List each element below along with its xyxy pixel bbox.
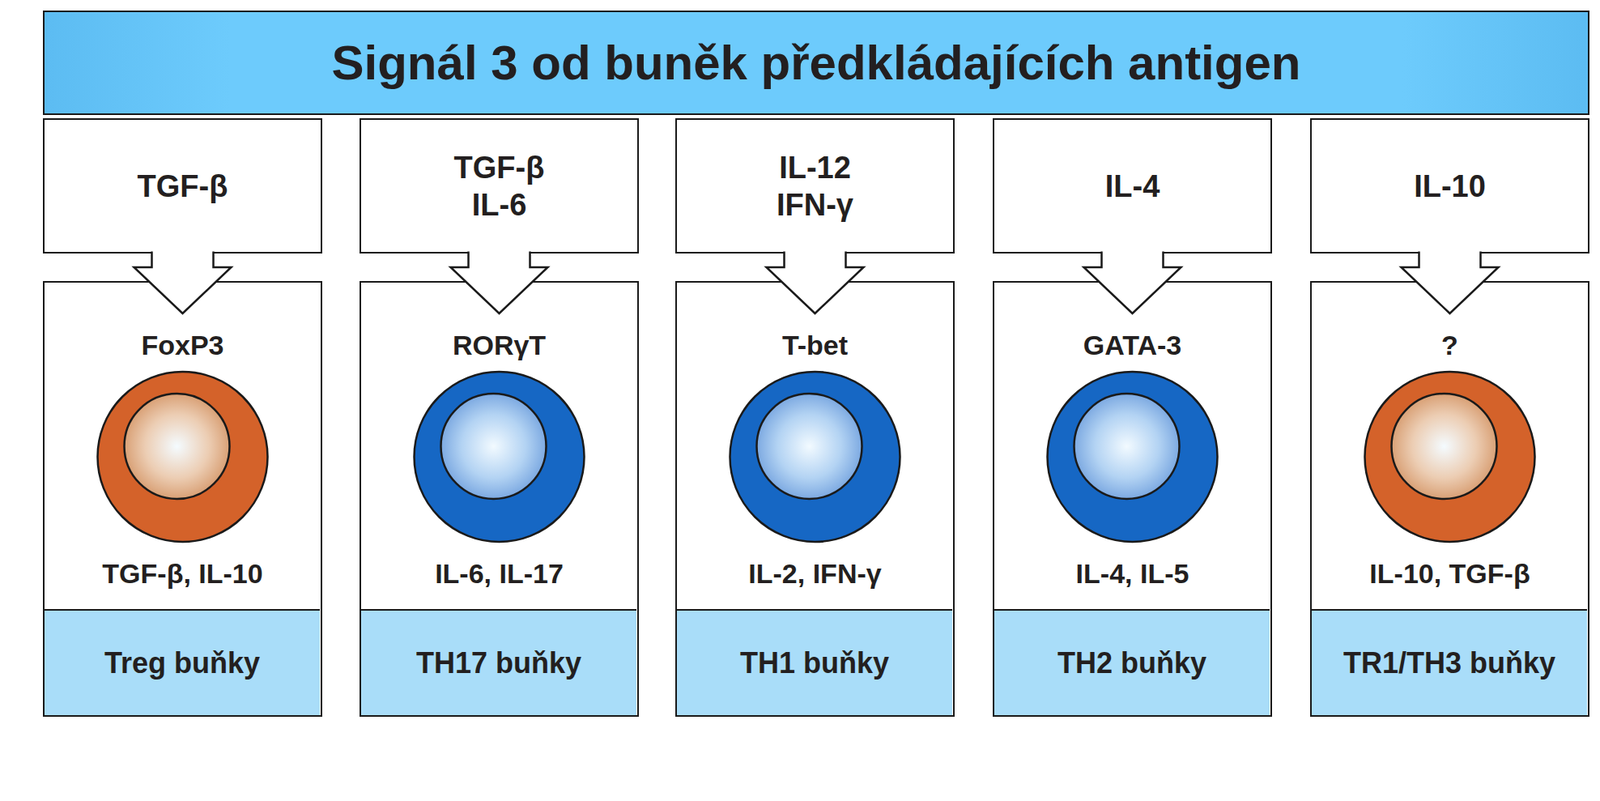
- cell-nucleus: [441, 393, 547, 499]
- output-cytokines: IL-6, IL-17: [361, 554, 638, 592]
- signal-box: IL-10: [1310, 118, 1590, 254]
- input-cytokine: IL-12: [778, 148, 852, 187]
- cell-membrane: [414, 371, 585, 542]
- cell-nucleus: [124, 393, 230, 499]
- block-arrow: [1084, 251, 1182, 315]
- input-cytokine: IL-4: [1105, 167, 1161, 205]
- cell-type-band: Treg buňky: [44, 608, 320, 715]
- cell-type-label: TH17 buňky: [416, 644, 582, 682]
- signal-box: TGF-βIL-6: [359, 118, 639, 254]
- signal-box: TGF-β: [42, 118, 323, 254]
- transcription-factor: RORγT: [361, 326, 638, 364]
- signal-box: IL-4: [992, 118, 1273, 254]
- diagram-title: Signál 3 od buněk předkládajících antige…: [331, 34, 1302, 91]
- cell-nucleus: [1391, 393, 1498, 499]
- block-arrow: [766, 251, 864, 315]
- cell-nucleus: [757, 393, 863, 499]
- cell-type-band: TH17 buňky: [361, 608, 637, 715]
- cell-box: RORγT IL-6, IL-17TH17 buňky: [359, 280, 639, 717]
- cell-type-band: TR1/TH3 buňky: [1311, 608, 1588, 715]
- input-cytokine: TGF-β: [137, 167, 229, 205]
- block-arrow: [451, 251, 549, 315]
- cell-nucleus: [1074, 393, 1180, 499]
- input-cytokine: IL-10: [1413, 167, 1486, 205]
- cell-type-band: TH1 buňky: [676, 608, 953, 715]
- transcription-factor: ?: [1311, 326, 1588, 364]
- output-cytokines: TGF-β, IL-10: [44, 554, 321, 592]
- output-cytokines: IL-2, IFN-γ: [676, 554, 954, 592]
- cell-box: ? IL-10, TGF-βTR1/TH3 buňky: [1310, 280, 1590, 717]
- cell-type-label: Treg buňky: [104, 644, 260, 682]
- signal-box: IL-12IFN-γ: [675, 118, 955, 254]
- regulatory-cell: [1311, 363, 1588, 550]
- cell-membrane: [1365, 371, 1536, 542]
- cell-box: T-betIL-2, IFN-γTH1 buňky: [675, 280, 955, 717]
- transcription-factor: T-bet: [676, 326, 954, 364]
- cell-membrane: [1047, 371, 1218, 542]
- effector-cell: [676, 363, 954, 550]
- output-cytokines: IL-4, IL-5: [994, 554, 1271, 592]
- input-cytokine: IL-6: [472, 186, 528, 224]
- transcription-factor: FoxP3: [44, 326, 321, 364]
- transcription-factor: GATA-3: [994, 326, 1271, 364]
- cell-membrane: [730, 371, 901, 542]
- block-arrow: [134, 251, 232, 315]
- cell-type-label: TH2 buňky: [1057, 644, 1207, 682]
- cell-box: GATA-3IL-4, IL-5TH2 buňky: [992, 280, 1273, 717]
- cell-box: FoxP3TGF-β, IL-10Treg buňky: [42, 280, 323, 717]
- input-cytokine: IFN-γ: [776, 186, 854, 224]
- cell-type-band: TH2 buňky: [994, 608, 1270, 715]
- effector-cell: [361, 363, 638, 550]
- effector-cell: [994, 363, 1271, 550]
- cell-type-label: TR1/TH3 buňky: [1343, 644, 1556, 682]
- title-banner: Signál 3 od buněk předkládajících antige…: [42, 10, 1590, 115]
- output-cytokines: IL-10, TGF-β: [1311, 554, 1588, 592]
- block-arrow: [1401, 251, 1499, 315]
- regulatory-cell: [44, 363, 321, 550]
- input-cytokine: TGF-β: [454, 148, 545, 187]
- cell-type-label: TH1 buňky: [740, 644, 890, 682]
- cell-membrane: [97, 371, 269, 542]
